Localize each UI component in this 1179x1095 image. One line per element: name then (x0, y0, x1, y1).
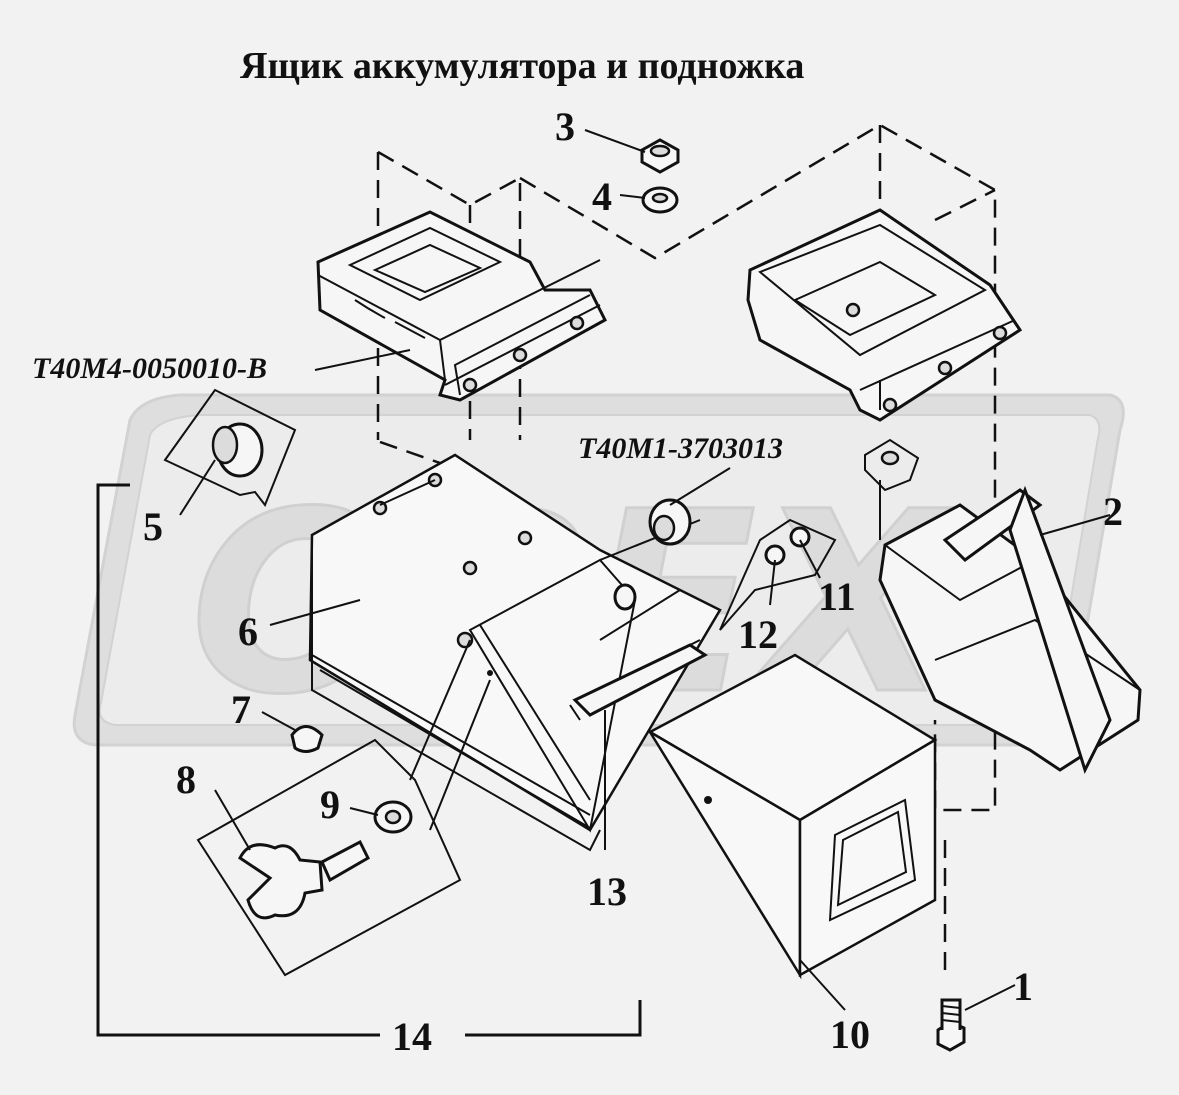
callout-13: 13 (587, 869, 627, 914)
footstep (864, 438, 1142, 774)
grommet (648, 498, 692, 546)
diagram-title: Ящик аккумулятора и подножка (240, 45, 804, 87)
callout-2: 2 (1103, 489, 1123, 534)
callout-9: 9 (320, 782, 340, 827)
lid-cover (647, 653, 938, 980)
detail-8-9-frame (196, 738, 462, 977)
bracket-right (746, 208, 1023, 422)
part-code-bracket: Т40М4-0050010-В (32, 352, 267, 385)
group-14-bracket (96, 483, 642, 1037)
callout-3: 3 (555, 104, 575, 149)
callout-6: 6 (238, 609, 258, 654)
leader-lines (179, 129, 1111, 1011)
callout-8: 8 (176, 757, 196, 802)
nut-3 (640, 138, 680, 174)
detail-11-12-frame (719, 518, 837, 631)
callout-11: 11 (818, 574, 856, 619)
bracket-left (316, 210, 607, 402)
washer-4 (641, 186, 679, 214)
callout-numbers: 3 4 5 6 7 8 9 2 11 12 13 1 10 14 (143, 104, 1123, 1059)
part-code-grommet: Т40М1-3703013 (578, 432, 783, 465)
callout-12: 12 (738, 612, 778, 657)
clamp-strap (569, 639, 708, 721)
callout-14: 14 (392, 1014, 432, 1059)
callout-7: 7 (231, 687, 251, 732)
callout-1: 1 (1013, 964, 1033, 1009)
callout-10: 10 (830, 1012, 870, 1057)
plug-7 (290, 725, 324, 753)
callout-5: 5 (143, 504, 163, 549)
detail-5-frame (163, 388, 297, 508)
bolt-1 (936, 998, 966, 1052)
callout-4: 4 (592, 174, 612, 219)
